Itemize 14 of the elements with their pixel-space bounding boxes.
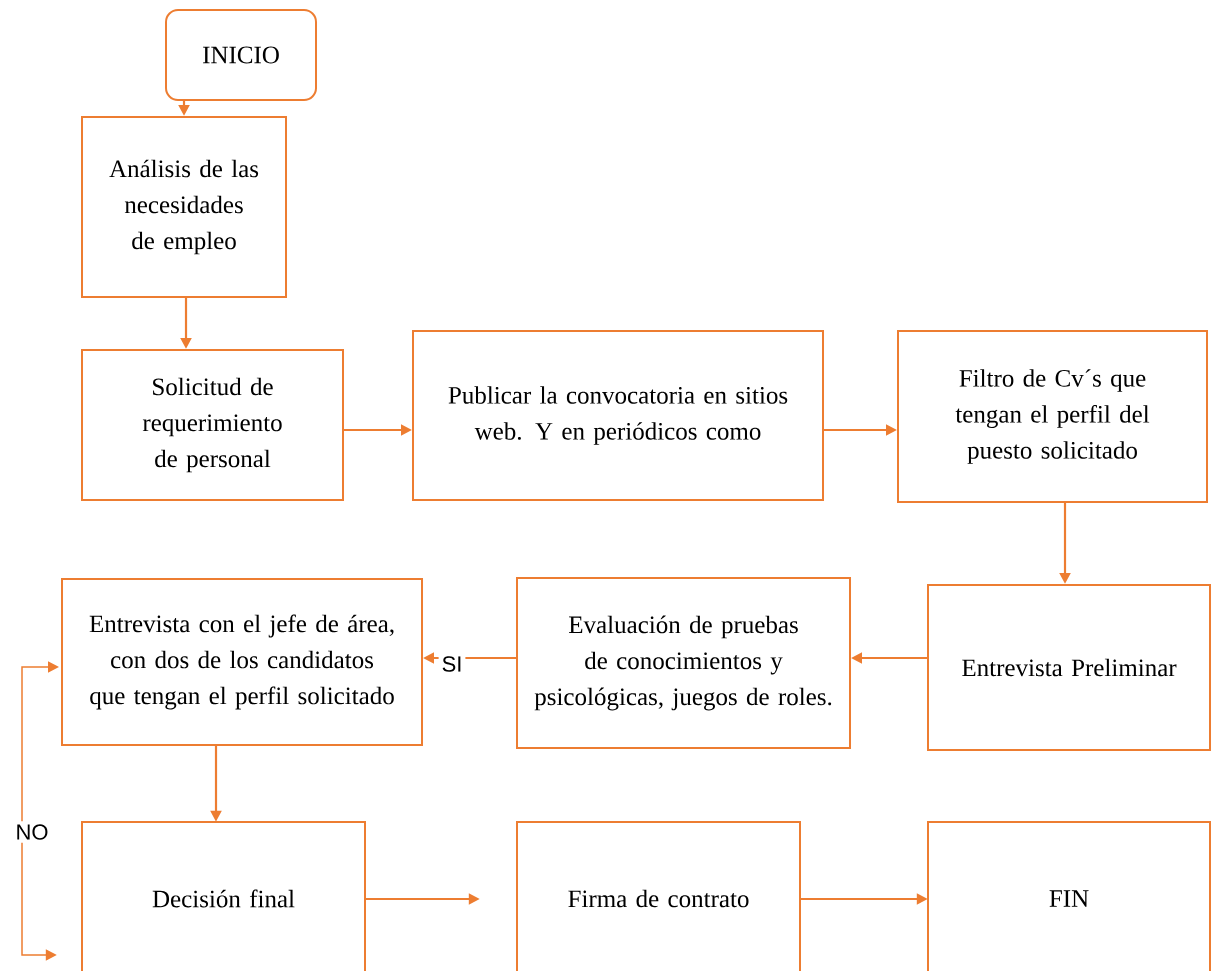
process-box: Filtro de Cv´s que tengan el perfil del puesto solicitado	[897, 330, 1208, 503]
process-box: Entrevista Preliminar	[927, 584, 1211, 751]
process-box: Evaluación de pruebas de conocimientos y psicológicas, juegos de roles.	[516, 577, 851, 749]
process-box: Publicar la convocatoria en sitios web. Y en periódicos como	[412, 330, 824, 501]
process-box: Análisis de las necesidades de empleo	[81, 116, 287, 298]
process-box: Decisión final	[81, 821, 366, 971]
terminal-box: INICIO	[165, 9, 317, 101]
arrow	[21, 661, 59, 961]
process-box: Entrevista con el jefe de área, con dos de los candidatos que tengan el perfil solicitado	[61, 578, 423, 746]
edge-label: NO	[12, 821, 52, 843]
process-box: FIN	[927, 821, 1211, 971]
edge-label: SI	[438, 653, 466, 675]
process-box: Solicitud de requerimiento de personal	[81, 349, 344, 501]
process-box: Firma de contrato	[516, 821, 801, 971]
